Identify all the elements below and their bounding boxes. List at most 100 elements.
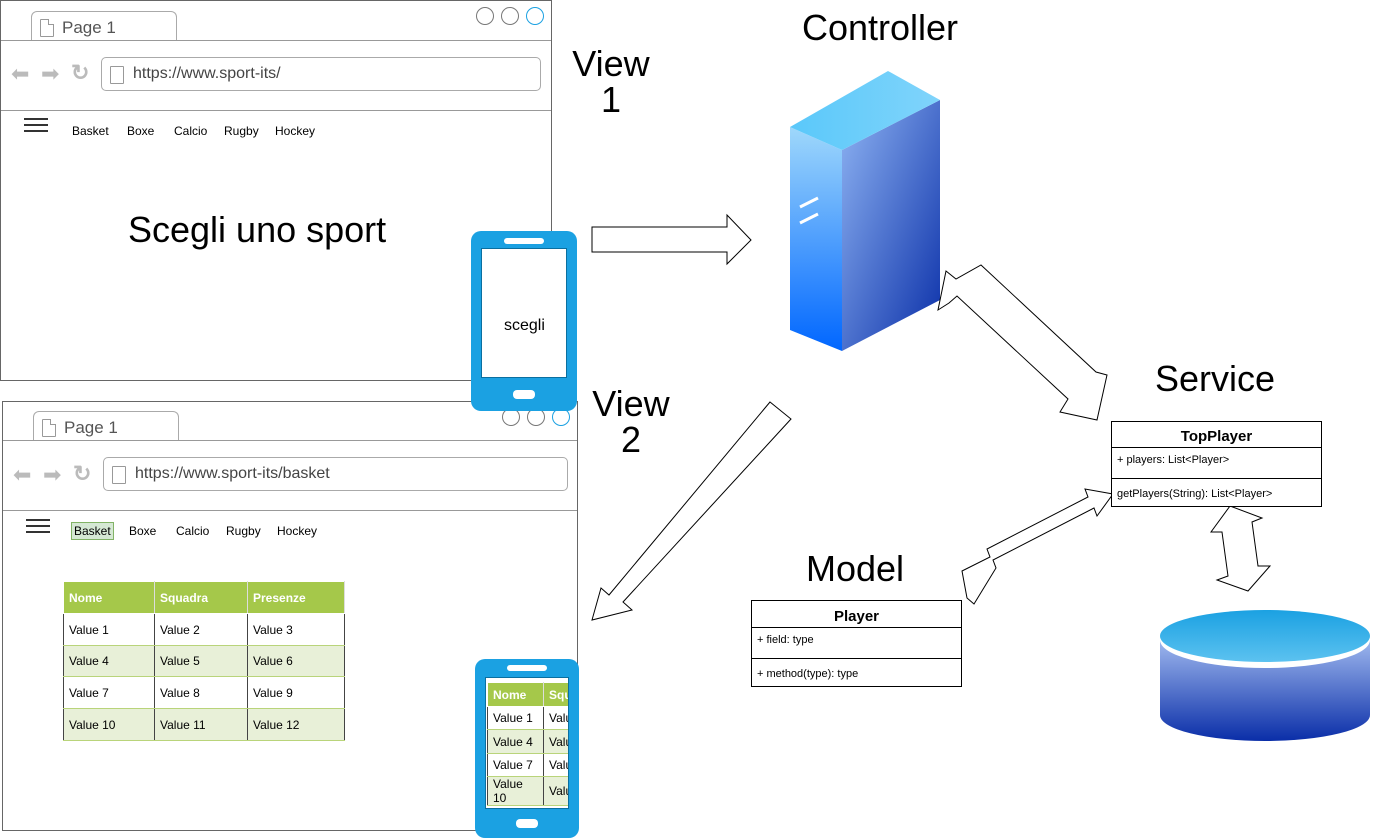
window-button-icon[interactable]	[476, 7, 494, 25]
page-icon	[112, 466, 126, 484]
table-cell: Valu	[543, 753, 568, 777]
menu-item-hockey[interactable]: Hockey	[275, 124, 316, 138]
browser-window-view2: Page 1 ⬅ ➡ ↻ https://www.sport-its/baske…	[2, 401, 578, 831]
model-label: Model	[805, 548, 905, 589]
view1-label-line1: View	[572, 43, 650, 84]
uml-class-field: + field: type	[752, 628, 961, 659]
table-row: Value 4 Value 5 Value 6	[63, 645, 345, 677]
double-arrow-service-database-icon	[1210, 505, 1272, 592]
table-row: Value 7 Valu	[487, 753, 568, 777]
tab-title: Page 1	[62, 18, 116, 37]
arrow-controller-to-view2-icon	[591, 401, 792, 621]
database-icon	[1160, 610, 1370, 741]
phone-home-button[interactable]	[513, 390, 535, 399]
uml-class-name: Player	[752, 601, 961, 628]
menu-item-boxe[interactable]: Boxe	[127, 124, 155, 138]
phone-speaker	[504, 238, 544, 244]
reload-icon[interactable]: ↻	[71, 60, 90, 85]
table-cell: Value 9	[247, 676, 345, 709]
window-button-icon[interactable]	[501, 7, 519, 25]
window-button-icon[interactable]	[526, 7, 544, 25]
browser-window-view1: Page 1 ⬅ ➡ ↻ https://www.sport-its/ Bask…	[0, 0, 552, 381]
phone-home-button[interactable]	[516, 819, 538, 828]
double-arrow-controller-service-icon	[937, 264, 1108, 421]
uml-class-field: + players: List<Player>	[1112, 448, 1321, 479]
menu-item-boxe[interactable]: Boxe	[129, 524, 157, 538]
forward-arrow-icon[interactable]: ➡	[41, 61, 60, 86]
back-arrow-icon[interactable]: ⬅	[13, 462, 32, 487]
menu-item-rugby[interactable]: Rugby	[224, 124, 259, 138]
url-text: https://www.sport-its/basket	[135, 465, 330, 482]
table-cell: Value 8	[154, 676, 248, 709]
table-cell: Value 1	[487, 706, 544, 730]
url-bar[interactable]: https://www.sport-its/basket	[103, 457, 568, 491]
table-row: Value 1 Valu	[487, 706, 568, 730]
table-header: Squadra	[154, 581, 248, 614]
phone-speaker	[507, 665, 547, 671]
tab-divider	[1, 40, 551, 41]
controller-label: Controller	[801, 7, 959, 48]
uml-class-player: Player + field: type + method(type): typ…	[751, 600, 962, 687]
reload-icon[interactable]: ↻	[73, 461, 92, 486]
arrow-view1-to-controller-icon	[591, 213, 752, 266]
tab-title: Page 1	[64, 418, 118, 437]
table-cell: Valu	[543, 776, 568, 806]
page-icon	[110, 66, 124, 84]
url-text: https://www.sport-its/	[133, 65, 281, 82]
table-cell: Value 4	[63, 645, 155, 677]
browser-tab[interactable]: Page 1	[31, 11, 177, 41]
table-row: Value 10 Value 11 Value 12	[63, 708, 345, 741]
table-cell: Value 10	[487, 776, 544, 806]
double-arrow-service-model-icon	[961, 488, 1114, 605]
table-header: Presenze	[247, 581, 345, 614]
tab-divider	[3, 440, 577, 441]
smartphone-view2: Nome Squ Value 1 Valu Value 4 Valu Value…	[475, 659, 579, 838]
table-cell: Value 4	[487, 729, 544, 754]
players-table: Nome Squadra Presenze Value 1 Value 2 Va…	[63, 581, 345, 741]
page-icon	[40, 19, 54, 37]
menu-item-hockey[interactable]: Hockey	[277, 524, 318, 538]
url-bar[interactable]: https://www.sport-its/	[101, 57, 541, 91]
page-icon	[42, 419, 56, 437]
phone-screen: Nome Squ Value 1 Valu Value 4 Valu Value…	[485, 677, 569, 809]
table-cell: Valu	[543, 706, 568, 730]
toolbar-divider	[3, 510, 577, 511]
table-cell: Value 12	[247, 708, 345, 741]
uml-class-name: TopPlayer	[1112, 422, 1321, 448]
server-icon	[790, 71, 940, 351]
table-header: Nome	[63, 581, 155, 614]
hamburger-menu-icon[interactable]	[24, 118, 48, 132]
phone-screen-text: scegli	[504, 317, 545, 334]
page-heading: Scegli uno sport	[128, 209, 387, 250]
table-cell: Value 11	[154, 708, 248, 741]
view2-label: View 2	[582, 386, 680, 458]
table-cell: Value 10	[63, 708, 155, 741]
toolbar-divider	[1, 110, 551, 111]
forward-arrow-icon[interactable]: ➡	[43, 462, 62, 487]
table-header: Nome	[487, 682, 544, 707]
menu-item-rugby[interactable]: Rugby	[226, 524, 261, 538]
uml-class-method: getPlayers(String): List<Player>	[1117, 488, 1273, 500]
table-cell: Valu	[543, 729, 568, 754]
view2-label-line1: View	[592, 383, 670, 424]
view1-label: View 1	[562, 46, 660, 118]
menu-item-basket[interactable]: Basket	[71, 522, 114, 540]
table-cell: Value 6	[247, 645, 345, 677]
phone-table: Nome Squ Value 1 Valu Value 4 Valu Value…	[487, 682, 568, 806]
phone-screen: scegli	[481, 248, 567, 378]
view2-label-line2: 2	[620, 419, 642, 460]
uml-class-topplayer: TopPlayer + players: List<Player> getPla…	[1111, 421, 1322, 507]
uml-class-method: + method(type): type	[757, 668, 859, 680]
table-row: Value 4 Valu	[487, 729, 568, 754]
table-cell: Value 5	[154, 645, 248, 677]
browser-tab[interactable]: Page 1	[33, 411, 179, 441]
view1-label-line2: 1	[600, 79, 622, 120]
back-arrow-icon[interactable]: ⬅	[11, 61, 30, 86]
menu-item-basket[interactable]: Basket	[72, 124, 109, 138]
smartphone-view1: scegli	[471, 231, 577, 411]
hamburger-menu-icon[interactable]	[26, 519, 50, 533]
menu-item-calcio[interactable]: Calcio	[176, 524, 210, 538]
table-row: Value 10 Valu	[487, 776, 568, 806]
menu-item-calcio[interactable]: Calcio	[174, 124, 208, 138]
